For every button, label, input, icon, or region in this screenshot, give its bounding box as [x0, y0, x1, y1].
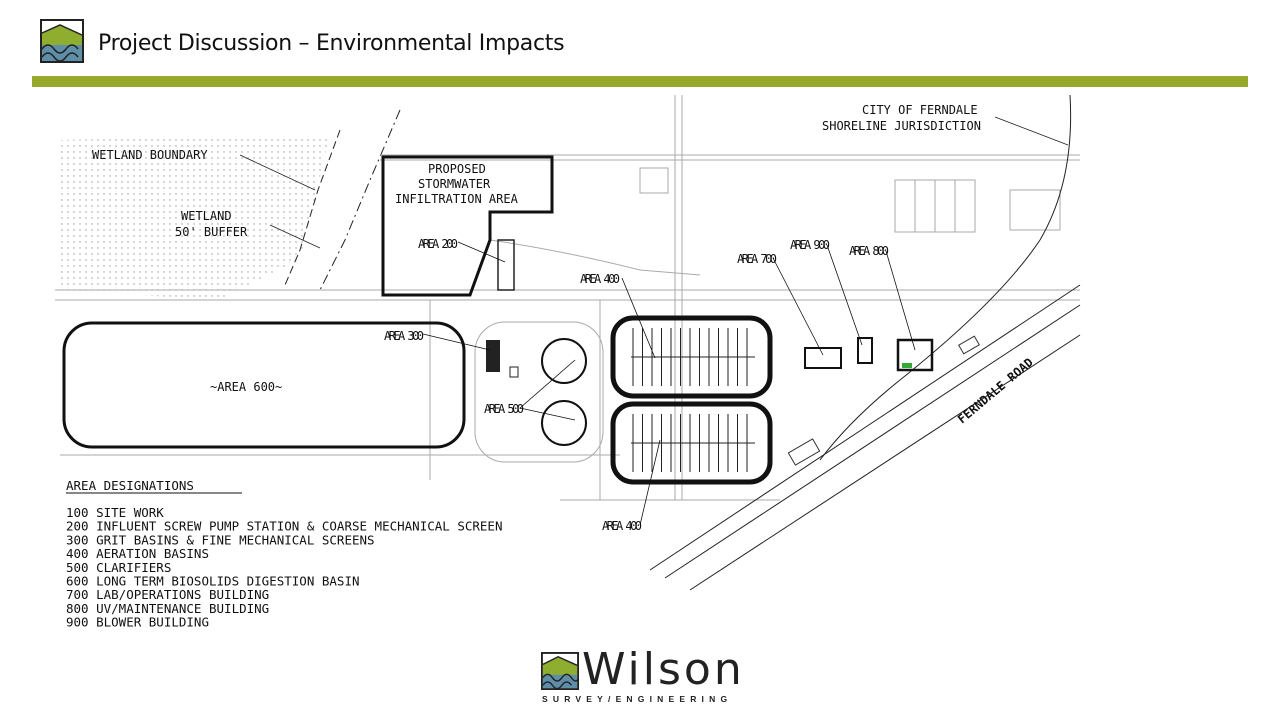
- legend-item: 800 UV/MAINTENANCE BUILDING: [66, 601, 269, 616]
- wetland-boundary-line: [284, 129, 341, 286]
- wetland-buffer-line: [319, 109, 401, 291]
- label-ferndale-road: FERNDALE ROAD: [955, 355, 1036, 426]
- wilson-logo-icon: [40, 19, 84, 63]
- legend-item: 700 LAB/OPERATIONS BUILDING: [66, 587, 269, 602]
- label-area-400-top: AREA 400: [580, 272, 620, 286]
- legend-item: 300 GRIT BASINS & FINE MECHANICAL SCREEN…: [66, 532, 375, 547]
- label-stormwater-1: PROPOSED: [428, 162, 486, 176]
- aeration-basins: [610, 315, 773, 485]
- clarifier-2: [541, 400, 587, 446]
- label-area-500: AREA 500: [484, 402, 524, 416]
- label-shoreline-1: CITY OF FERNDALE: [862, 103, 978, 117]
- label-wetland: WETLAND: [181, 209, 232, 223]
- area-800-building: [896, 338, 934, 372]
- label-stormwater-3: INFILTRATION AREA: [395, 192, 519, 206]
- label-area-400-bottom: AREA 400: [602, 519, 642, 533]
- label-wetland-buffer: 50' BUFFER: [175, 225, 248, 239]
- brand-name: Wilson: [582, 644, 745, 695]
- stormwater-area: [381, 155, 554, 297]
- legend-item: 900 BLOWER BUILDING: [66, 615, 209, 630]
- label-area-900: AREA 900: [790, 238, 830, 252]
- accent-bar: [32, 76, 1248, 87]
- aeration-basin: [610, 315, 773, 399]
- brand-tagline: SURVEY/ENGINEERING: [542, 694, 733, 704]
- legend-item: 200 INFLUENT SCREW PUMP STATION & COARSE…: [66, 519, 503, 534]
- area-900-building: [857, 337, 873, 364]
- wilson-brand-logo-icon: [541, 652, 579, 690]
- wetland-area: [60, 135, 330, 300]
- label-area-600: ~AREA 600~: [210, 380, 282, 394]
- aeration-basin: [610, 401, 773, 485]
- label-area-200: AREA 200: [418, 237, 458, 251]
- label-area-300: AREA 300: [384, 329, 424, 343]
- label-area-800: AREA 800: [849, 244, 889, 258]
- legend-title: AREA DESIGNATIONS: [66, 478, 194, 493]
- legend-item: 600 LONG TERM BIOSOLIDS DIGESTION BASIN: [66, 574, 360, 589]
- label-stormwater-2: STORMWATER: [418, 177, 491, 191]
- label-shoreline-2: SHORELINE JURISDICTION: [822, 119, 981, 133]
- area-600-basin: [62, 321, 466, 449]
- area-700-building: [804, 347, 842, 369]
- legend-item: 500 CLARIFIERS: [66, 560, 171, 575]
- legend-item: 400 AERATION BASINS: [66, 546, 209, 561]
- label-wetland-boundary: WETLAND BOUNDARY: [92, 148, 208, 162]
- label-area-700: AREA 700: [737, 252, 777, 266]
- slide-title: Project Discussion – Environmental Impac…: [98, 31, 565, 56]
- clarifier-1: [541, 338, 587, 384]
- legend-item: 100 SITE WORK: [66, 505, 164, 520]
